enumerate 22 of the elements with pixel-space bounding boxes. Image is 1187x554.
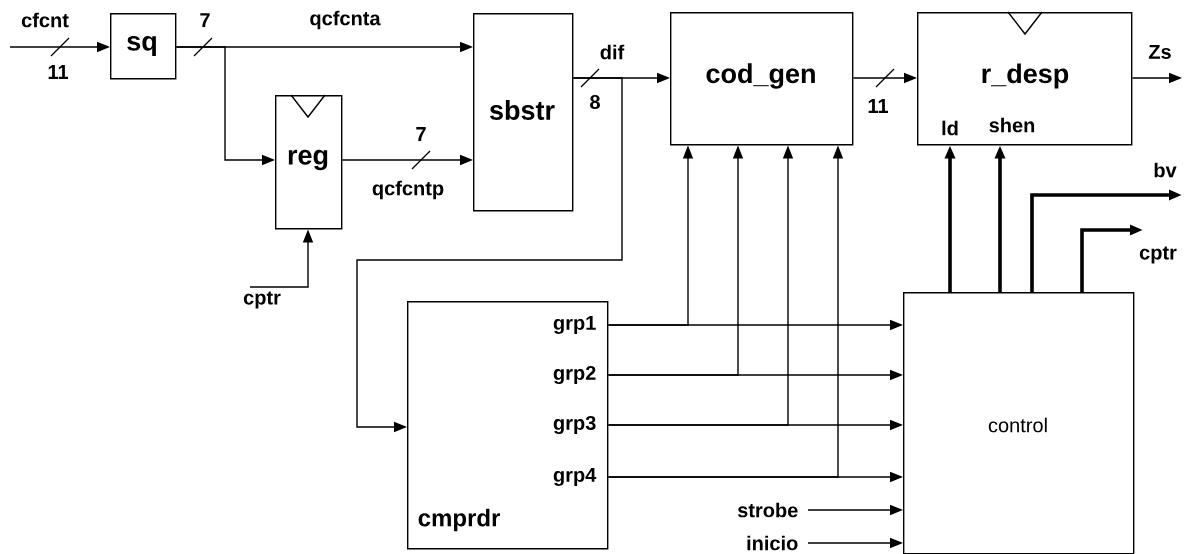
signal-label: qcfcntp [372, 180, 444, 200]
signal-label: cfcnt [21, 12, 69, 28]
block-box: sbstr [473, 13, 574, 212]
bus-width-mark: 7 [411, 127, 431, 170]
block-box: control [903, 292, 1135, 554]
signal-label: qcfcnta [310, 10, 381, 30]
block-box: r_desp ld shen [917, 11, 1133, 146]
block-box: grp1 grp2 grp3 grp4 cmprdr [407, 301, 609, 550]
bus-width-mark: 7 [193, 13, 213, 57]
signal-label: inicio [747, 535, 798, 551]
signal-label: bv [1154, 162, 1177, 178]
signal-label: Zs [1148, 45, 1171, 59]
block-box: reg [275, 94, 343, 230]
block-box: sq [110, 13, 177, 80]
signal-label: dif [600, 44, 625, 60]
bus-width-mark: 8 [580, 68, 600, 110]
signal-label: strobe [737, 502, 798, 518]
signal-label: cptr [243, 291, 281, 309]
signal-label: cptr [1139, 246, 1177, 264]
bus-width-mark: 11 [868, 68, 895, 113]
bus-width-mark: 11 [48, 37, 70, 79]
block-box: cod_gen [670, 12, 854, 146]
